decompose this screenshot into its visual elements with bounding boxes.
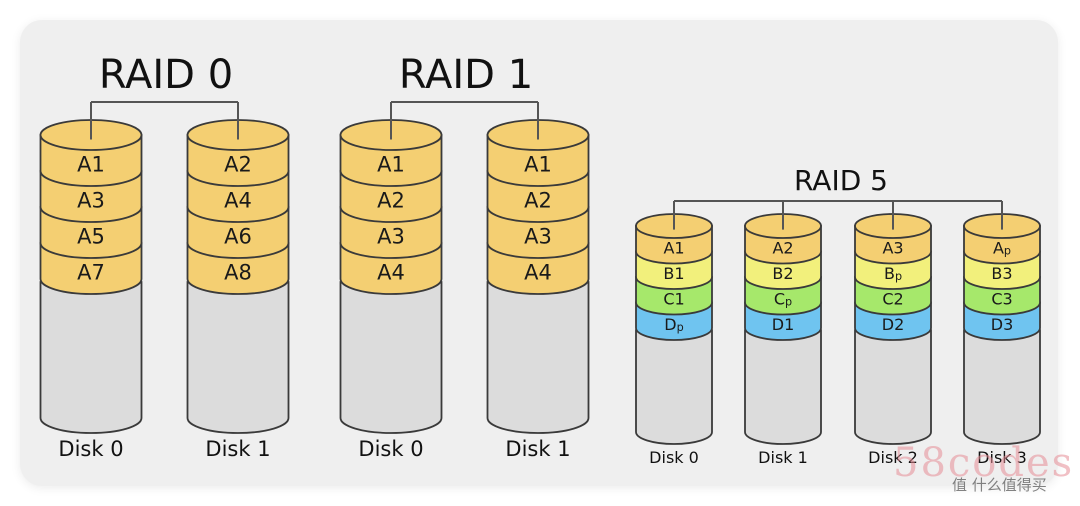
block-label-sub: p [1004, 244, 1011, 257]
disk-label: Disk 1 [205, 437, 270, 461]
block-label: A1 [377, 152, 405, 176]
disk-body [744, 329, 822, 445]
disk-body [39, 281, 143, 434]
block-label: A2 [524, 188, 552, 212]
block-label: A1 [524, 152, 552, 176]
block-label: A4 [224, 188, 252, 212]
block-label: A1 [663, 238, 684, 257]
block-label: A2 [772, 238, 793, 257]
block-label-sub: p [677, 321, 684, 334]
block-label: D2 [882, 315, 905, 334]
raid1-title: RAID 1 [399, 52, 533, 98]
raid0-title: RAID 0 [99, 52, 233, 98]
block-label: A2 [224, 152, 252, 176]
disk-body [186, 281, 290, 434]
disk-label: Disk 1 [758, 448, 808, 467]
raid5-title: RAID 5 [794, 164, 888, 197]
block-label: A3 [377, 224, 405, 248]
block-label: A2 [377, 188, 405, 212]
block-label: A3 [882, 238, 903, 257]
block-label: A8 [224, 260, 252, 284]
disk-body [635, 329, 713, 445]
disk-label: Disk 0 [58, 437, 123, 461]
disk-body [963, 329, 1041, 445]
block-label: D3 [991, 315, 1014, 334]
disk-body [854, 329, 932, 445]
block-label-sub: p [785, 295, 792, 308]
watermark-smzdm: 值 什么值得买 [952, 476, 1047, 494]
block-label: A4 [377, 260, 405, 284]
disk-label: Disk 0 [358, 437, 423, 461]
disk-body [486, 281, 590, 434]
block-label: A6 [224, 224, 252, 248]
block-label: A4 [524, 260, 552, 284]
disk-body [339, 281, 443, 434]
block-label: C3 [991, 289, 1012, 308]
block-label: C1 [663, 289, 684, 308]
block-label: C2 [882, 289, 903, 308]
block-label: A3 [77, 188, 105, 212]
block-label: A1 [77, 152, 105, 176]
disk-label: Disk 3 [977, 448, 1027, 467]
disk-label: Disk 2 [868, 448, 918, 467]
block-label: D1 [772, 315, 795, 334]
block-label: A7 [77, 260, 105, 284]
disk-label: Disk 1 [505, 437, 570, 461]
block-label: A3 [524, 224, 552, 248]
block-label-sub: p [895, 270, 902, 283]
block-label: A5 [77, 224, 105, 248]
disk-label: Disk 0 [649, 448, 699, 467]
block-label: B3 [991, 264, 1012, 283]
block-label: B2 [772, 264, 793, 283]
block-label: B1 [663, 264, 684, 283]
watermark-58codes: 58codes [893, 440, 1075, 486]
